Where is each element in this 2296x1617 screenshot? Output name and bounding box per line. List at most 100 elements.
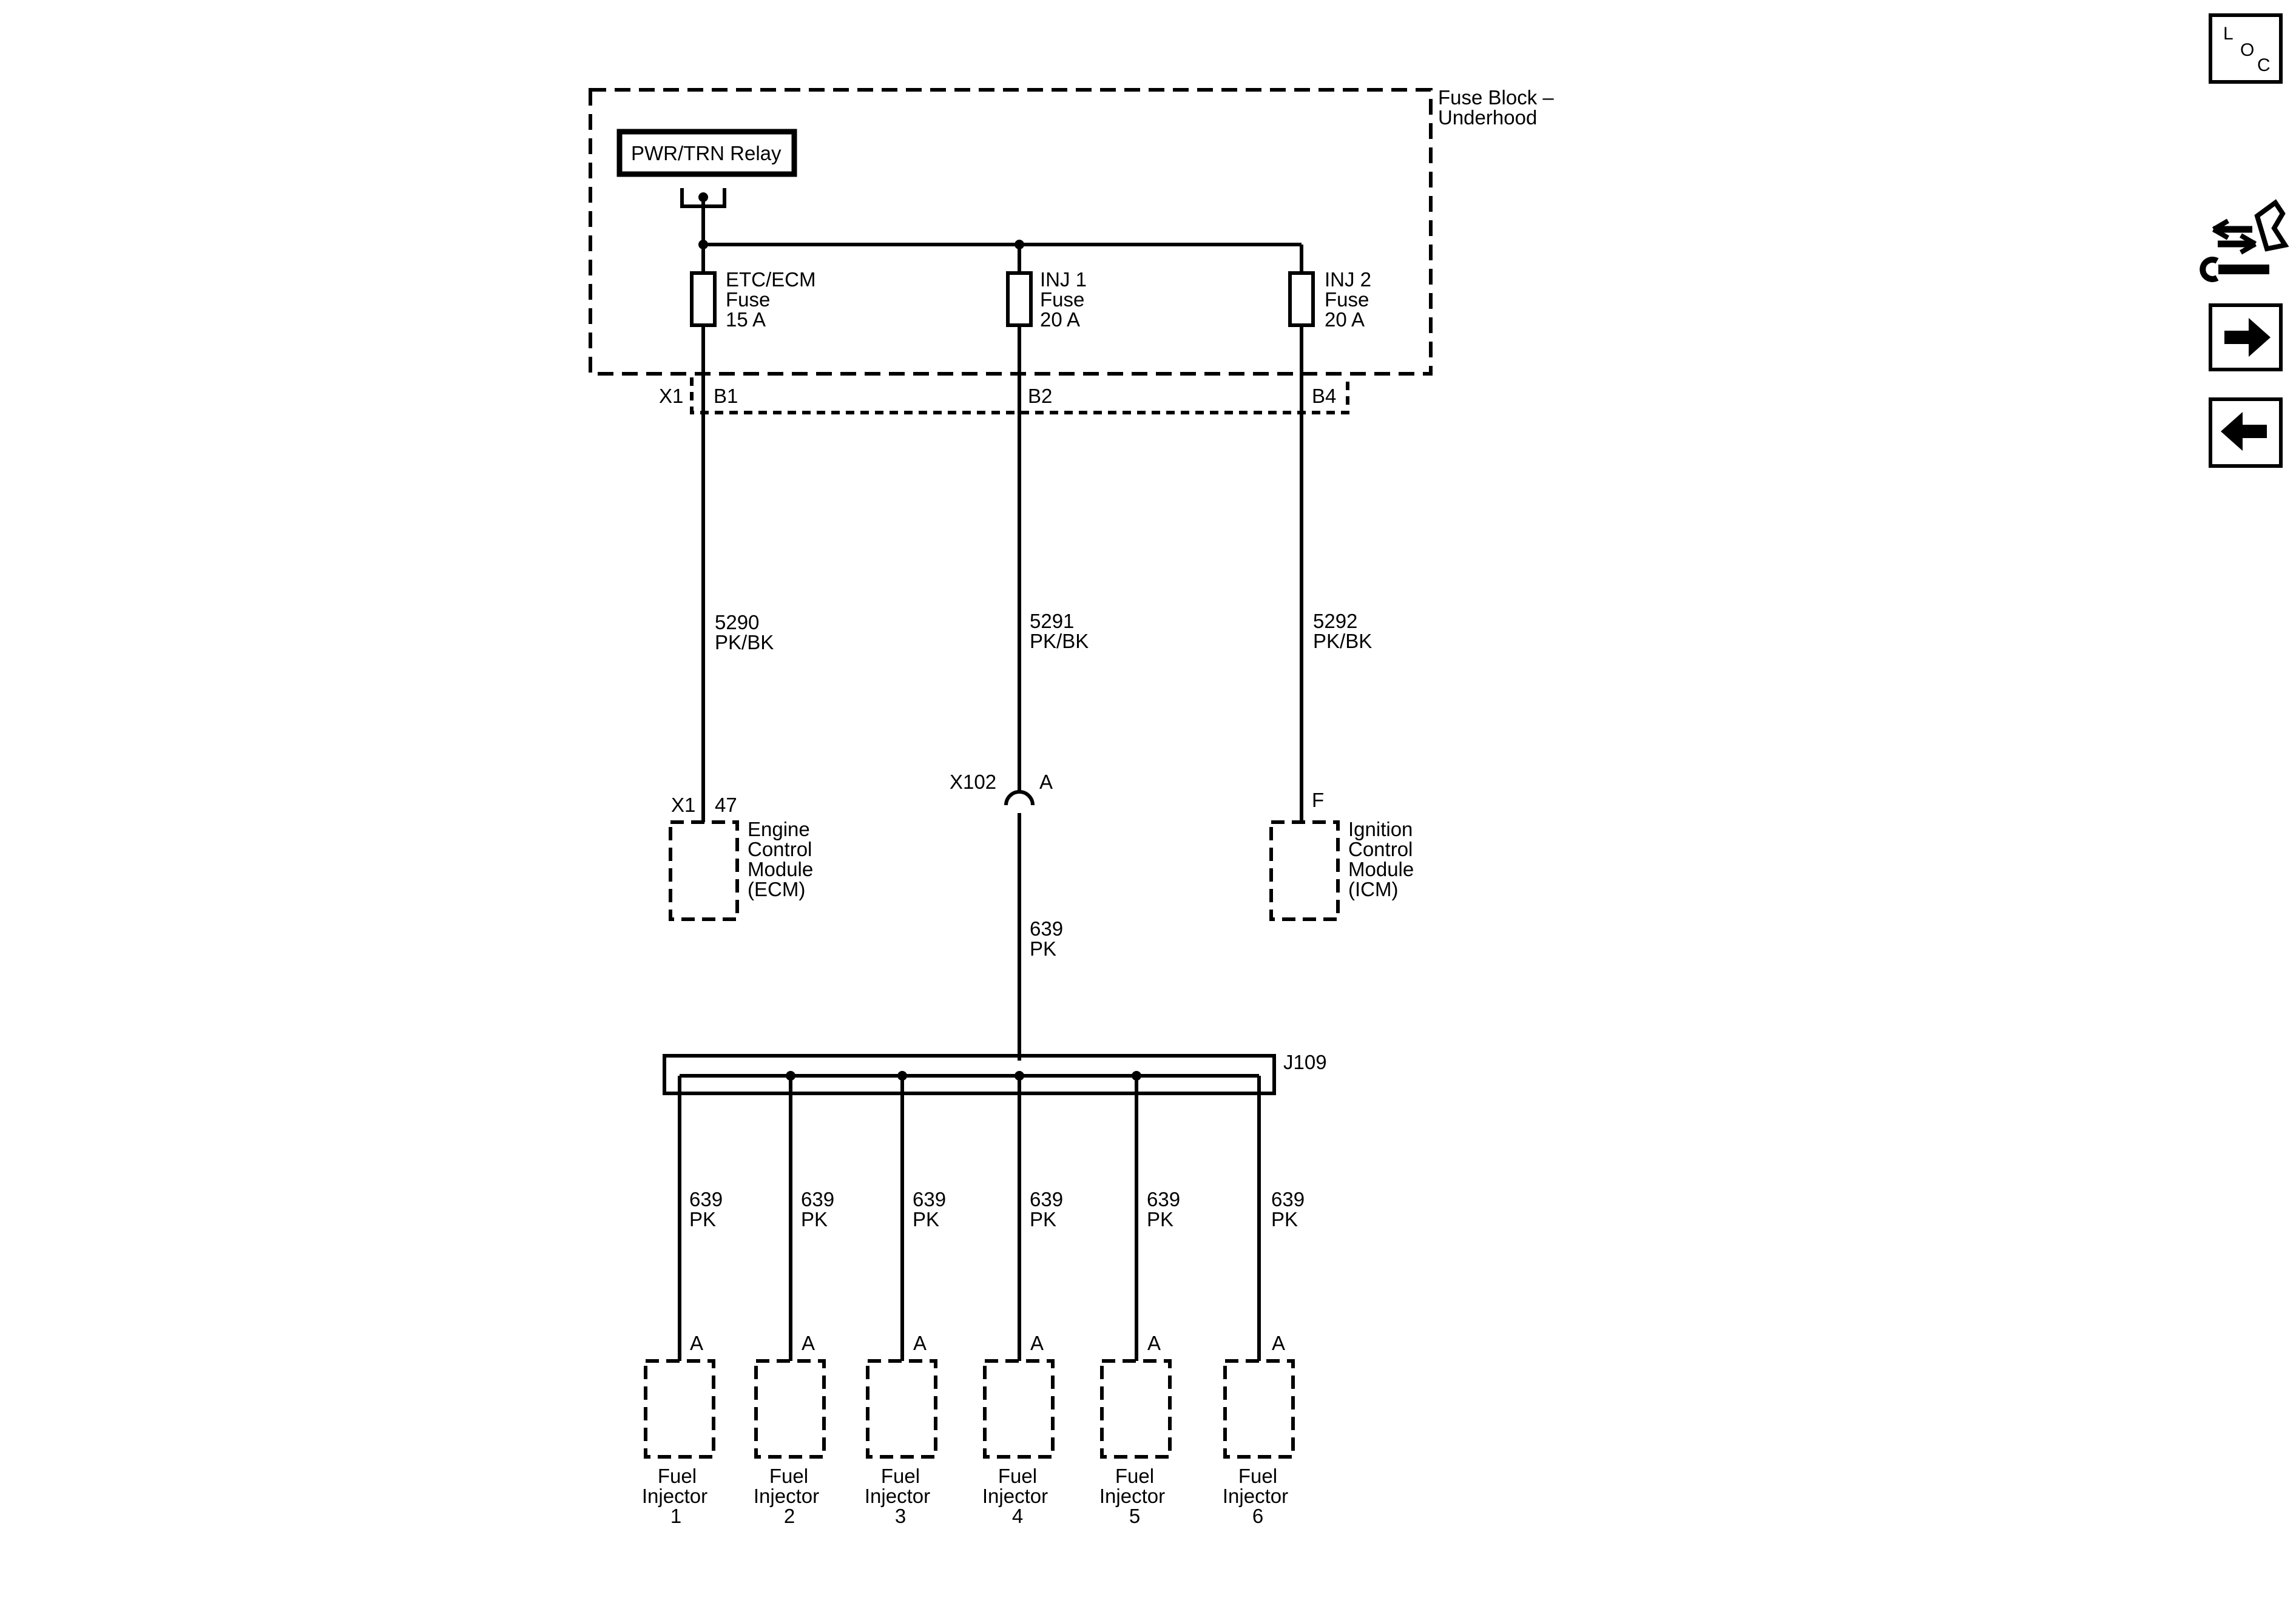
ecm-connector-label: X1: [671, 794, 695, 816]
fuse1-label-1: ETC/ECM: [726, 268, 816, 291]
ecm-label-3: Module: [748, 858, 813, 880]
fuse-block-outline: [589, 88, 1433, 376]
loc-letter-l: L: [2223, 24, 2234, 44]
injector-5-number: 5: [1129, 1505, 1140, 1527]
injector-4-group: 639 PK A Fuel Injector 4: [982, 1076, 1063, 1527]
injector-6-wire-color: PK: [1271, 1208, 1298, 1230]
next-page-button[interactable]: [2209, 303, 2283, 371]
fuse-block-label-line2: Underhood: [1438, 106, 1537, 129]
injector-6-pin: A: [1272, 1332, 1285, 1354]
wire-5291-circuit: 5291: [1030, 610, 1074, 632]
injector-1-label-1: Fuel: [658, 1465, 697, 1487]
injector-6-number: 6: [1252, 1505, 1263, 1527]
inj1-fuse: [1006, 271, 1033, 327]
icm-label-3: Module: [1348, 858, 1414, 880]
icm-pin-label: F: [1312, 789, 1324, 811]
loc-button[interactable]: L O C: [2209, 13, 2283, 84]
injector-4-number: 4: [1012, 1505, 1023, 1527]
ecm-label-1: Engine: [748, 818, 810, 840]
right-arrow-icon: [2224, 318, 2271, 357]
injector-4-box: [983, 1359, 1055, 1459]
pin-b4-label: B4: [1312, 385, 1336, 407]
wire-5290-circuit: 5290: [715, 611, 759, 633]
left-arrow-icon: [2221, 412, 2267, 451]
injector-3-pin: A: [913, 1332, 927, 1354]
ecm-label-2: Control: [748, 838, 812, 860]
x1-connector-outline: [690, 377, 1349, 414]
fuse2-label-2: Fuse: [1040, 288, 1084, 311]
wire-639-circuit: 639: [1030, 917, 1063, 940]
connector-list-icon[interactable]: [2200, 199, 2289, 282]
fuse3-label-3: 20 A: [1325, 308, 1365, 331]
loc-letter-o: O: [2240, 40, 2254, 60]
previous-page-button[interactable]: [2209, 397, 2283, 468]
injector-6-wire-circuit: 639: [1271, 1188, 1305, 1210]
j109-splice-box: [663, 1054, 1276, 1095]
injector-4-label-1: Fuel: [998, 1465, 1037, 1487]
injector-6-label-1: Fuel: [1238, 1465, 1277, 1487]
fuse3-label-1: INJ 2: [1325, 268, 1371, 291]
icm-label-1: Ignition: [1348, 818, 1413, 840]
x1-connector-label: X1: [659, 385, 683, 407]
injector-2-wire-color: PK: [801, 1208, 828, 1230]
wire-5292-color: PK/BK: [1313, 630, 1372, 652]
fuse-block-label-line1: Fuse Block –: [1438, 86, 1554, 109]
wire-639-color: PK: [1030, 937, 1056, 960]
x102-pin-label: A: [1039, 771, 1053, 793]
injector-2-box: [754, 1359, 826, 1459]
injector-6-group: 639 PK A Fuel Injector 6: [1223, 1076, 1305, 1527]
injector-3-wire-color: PK: [913, 1208, 939, 1230]
etc-ecm-fuse: [690, 271, 717, 327]
injector-3-wire-circuit: 639: [913, 1188, 946, 1210]
icm-label-4: (ICM): [1348, 878, 1398, 900]
pin-b2-label: B2: [1028, 385, 1052, 407]
injector-6-label-2: Injector: [1223, 1485, 1288, 1507]
injector-5-label-2: Injector: [1099, 1485, 1165, 1507]
injector-5-box: [1100, 1359, 1172, 1459]
injector-2-label-1: Fuel: [769, 1465, 808, 1487]
injector-5-wire-circuit: 639: [1147, 1188, 1180, 1210]
injector-1-number: 1: [670, 1505, 681, 1527]
injector-5-pin: A: [1147, 1332, 1161, 1354]
injector-5-group: 639 PK A Fuel Injector 5: [1099, 1076, 1180, 1527]
injector-4-wire-circuit: 639: [1030, 1188, 1063, 1210]
icm-module-box: [1269, 820, 1340, 921]
fuse2-label-1: INJ 1: [1040, 268, 1087, 291]
injector-5-wire-color: PK: [1147, 1208, 1173, 1230]
ecm-label-4: (ECM): [748, 878, 805, 900]
pin-b1-label: B1: [714, 385, 738, 407]
fuse1-label-3: 15 A: [726, 308, 766, 331]
wire-5291-color: PK/BK: [1030, 630, 1089, 652]
injector-2-label-2: Injector: [754, 1485, 819, 1507]
pwr-trn-relay-box: [616, 129, 797, 177]
injector-3-box: [866, 1359, 937, 1459]
injector-3-label-1: Fuel: [881, 1465, 920, 1487]
injector-4-pin: A: [1030, 1332, 1044, 1354]
pwr-trn-relay-label: PWR/TRN Relay: [631, 142, 782, 164]
inj2-fuse: [1288, 271, 1315, 327]
injector-3-number: 3: [895, 1505, 906, 1527]
injector-4-label-2: Injector: [982, 1485, 1048, 1507]
x102-connector-label: X102: [950, 771, 996, 793]
injector-1-box: [644, 1359, 715, 1459]
injector-1-pin: A: [690, 1332, 703, 1354]
injector-6-box: [1223, 1359, 1295, 1459]
wire-5292-circuit: 5292: [1313, 610, 1357, 632]
injector-3-label-2: Injector: [865, 1485, 930, 1507]
injector-5-label-1: Fuel: [1115, 1465, 1154, 1487]
wire-5290-color: PK/BK: [715, 631, 774, 653]
injector-2-wire-circuit: 639: [801, 1188, 834, 1210]
injector-3-group: 639 PK A Fuel Injector 3: [865, 1076, 946, 1527]
loc-letter-c: C: [2257, 55, 2271, 75]
icm-label-2: Control: [1348, 838, 1413, 860]
fuse3-label-2: Fuse: [1325, 288, 1369, 311]
fuse2-label-3: 20 A: [1040, 308, 1080, 331]
fuse1-label-2: Fuse: [726, 288, 770, 311]
ecm-module-box: [669, 820, 739, 921]
injector-1-wire-color: PK: [689, 1208, 716, 1230]
injector-2-number: 2: [784, 1505, 795, 1527]
injector-2-group: 639 PK A Fuel Injector 2: [754, 1076, 834, 1527]
injector-1-wire-circuit: 639: [689, 1188, 723, 1210]
